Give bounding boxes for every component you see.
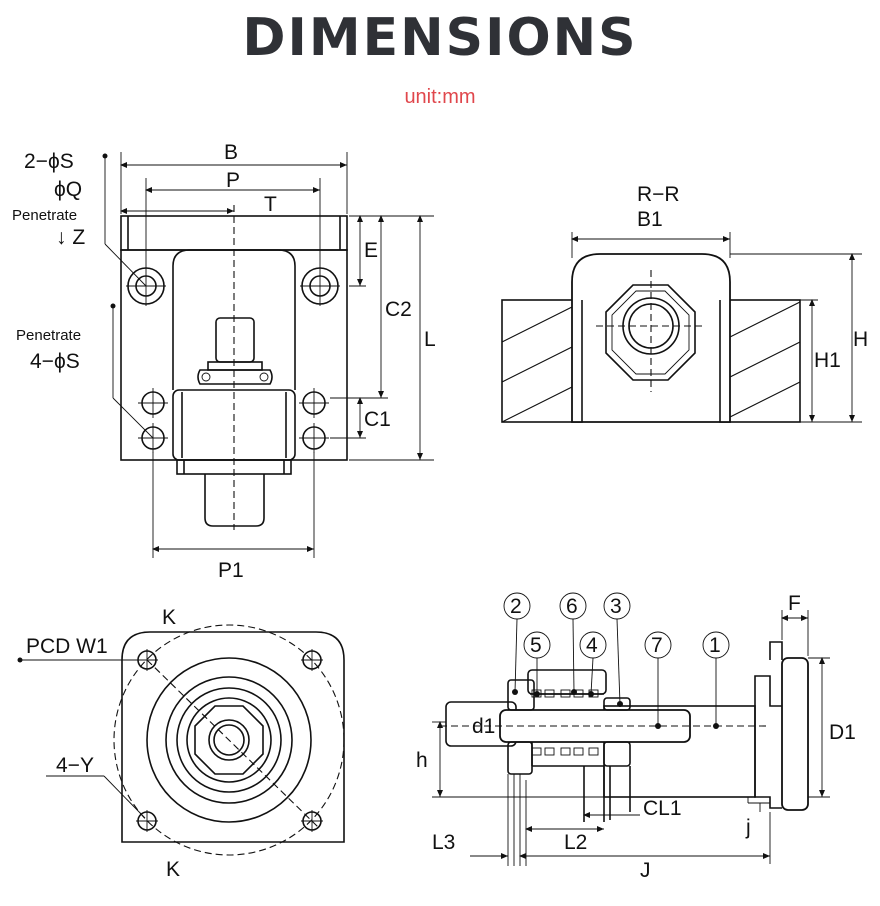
pcd-w1-label: PCD W1 xyxy=(26,635,108,658)
dim-f-label: F xyxy=(788,592,801,615)
dim-cl1-label: CL1 xyxy=(643,797,682,820)
dia-q-label: ϕQ xyxy=(54,178,82,201)
part-2-label: 2 xyxy=(510,595,522,618)
hole-4y-label: 4−Y xyxy=(56,754,94,777)
dim-t-label: T xyxy=(264,193,277,216)
hole-2s-label: 2−ϕS xyxy=(24,150,74,173)
k-top-label: K xyxy=(162,606,176,629)
dim-l2-label: L2 xyxy=(564,831,587,854)
section-view: R−R B1 H H1 xyxy=(501,183,868,423)
unit-label: unit:mm xyxy=(404,86,476,108)
page-title: DIMENSIONS xyxy=(242,8,638,68)
dim-d1-small-label: d1 xyxy=(472,715,495,738)
penetrate-label-a: Penetrate xyxy=(12,207,77,224)
part-6-label: 6 xyxy=(566,595,578,618)
dim-b-label: B xyxy=(224,141,238,164)
part-4-label: 4 xyxy=(586,634,598,657)
depth-z-label: ↓ Z xyxy=(56,226,85,249)
dim-d1-large-label: D1 xyxy=(829,721,856,744)
dim-l-label: L xyxy=(424,328,436,351)
dim-j-label: J xyxy=(640,859,651,882)
dim-p-label: P xyxy=(226,169,240,192)
part-1-label: 1 xyxy=(709,634,721,657)
penetrate-label-b: Penetrate xyxy=(16,327,81,344)
dim-c1-label: C1 xyxy=(364,408,391,431)
side-view: 2 6 3 5 4 7 1 F d1 xyxy=(416,592,856,882)
part-7-label: 7 xyxy=(651,634,663,657)
dim-p1-label: P1 xyxy=(218,559,244,582)
dim-h-label: H xyxy=(853,328,868,351)
dim-h-small-label: h xyxy=(416,749,428,772)
hole-4s-label: 4−ϕS xyxy=(30,350,80,373)
dim-b1-label: B1 xyxy=(637,208,663,231)
dim-l3-label: L3 xyxy=(432,831,455,854)
k-bottom-label: K xyxy=(166,858,180,881)
dim-h1-label: H1 xyxy=(814,349,841,372)
end-view: K PCD W1 4−Y K xyxy=(17,606,345,881)
part-5-label: 5 xyxy=(530,634,542,657)
dim-j-small-label: j xyxy=(745,816,751,839)
section-rr-label: R−R xyxy=(637,183,680,206)
dim-e-label: E xyxy=(364,239,378,262)
part-3-label: 3 xyxy=(610,595,622,618)
front-view: B P T E C2 L C1 P1 2−ϕS ϕQ Penetrate ↓ Z… xyxy=(12,141,436,582)
dim-c2-label: C2 xyxy=(385,298,412,321)
